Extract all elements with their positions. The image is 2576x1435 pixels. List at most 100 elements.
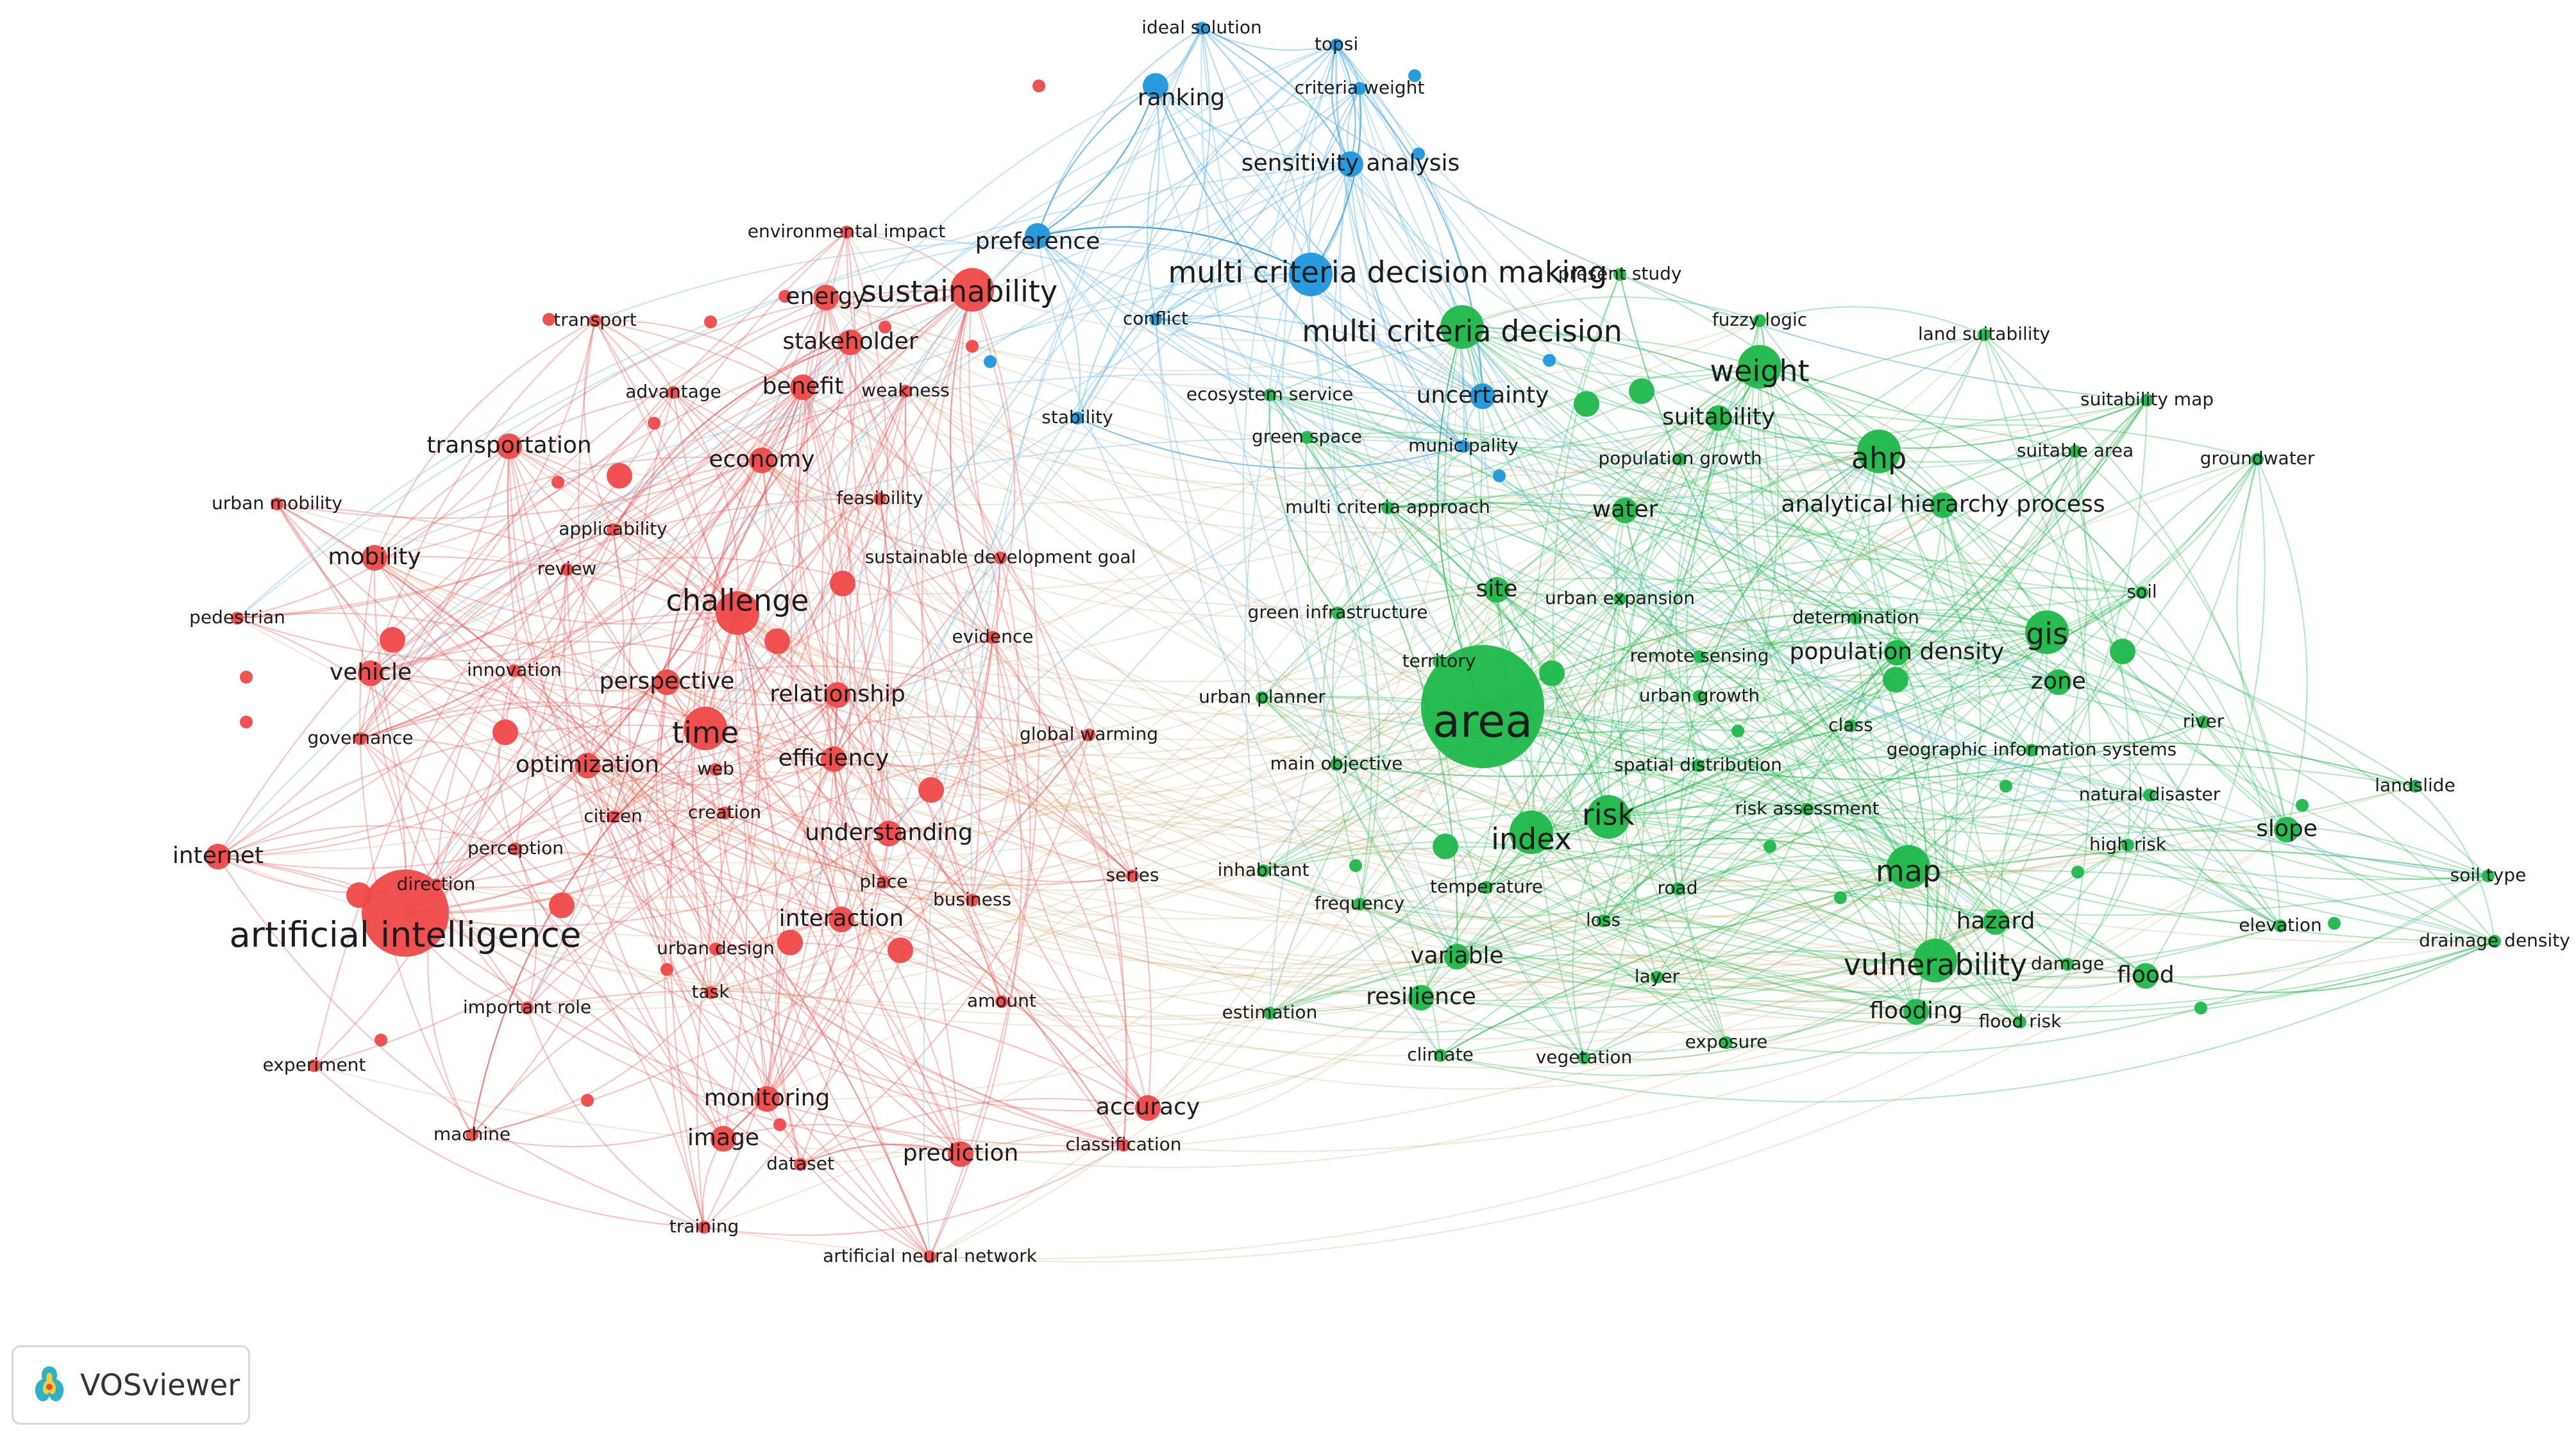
node-important-role[interactable]	[521, 1002, 534, 1014]
network-node[interactable]	[2110, 639, 2135, 664]
node-population-growth[interactable]	[1674, 453, 1687, 466]
label-flood[interactable]: flood	[2117, 962, 2175, 988]
label-task[interactable]: task	[692, 981, 730, 1002]
node-layer[interactable]	[1651, 971, 1663, 984]
network-node[interactable]	[607, 463, 632, 489]
label-layer[interactable]: layer	[1635, 966, 1680, 987]
node-web[interactable]	[709, 763, 722, 776]
label-estimation[interactable]: estimation	[1222, 1002, 1318, 1023]
label-suitable-area[interactable]: suitable area	[2017, 440, 2134, 461]
node-business[interactable]	[966, 894, 979, 907]
label-multi-criteria-approach[interactable]: multi criteria approach	[1285, 496, 1490, 517]
label-accuracy[interactable]: accuracy	[1096, 1094, 1200, 1120]
label-feasibility[interactable]: feasibility	[836, 487, 923, 508]
label-transport[interactable]: transport	[553, 309, 636, 330]
label-sustainable-development-goal[interactable]: sustainable development goal	[865, 546, 1136, 567]
label-risk[interactable]: risk	[1582, 798, 1635, 832]
node-gis[interactable]	[2025, 610, 2069, 654]
label-landslide[interactable]: landslide	[2375, 775, 2455, 796]
node-risk-assessment[interactable]	[1801, 803, 1814, 816]
node-determination[interactable]	[1849, 612, 1862, 625]
node-soil-type[interactable]	[2482, 869, 2495, 882]
network-node[interactable]	[879, 321, 891, 333]
node-experiment[interactable]	[308, 1059, 321, 1072]
label-internet[interactable]: internet	[173, 843, 264, 869]
label-map[interactable]: map	[1876, 854, 1941, 889]
label-sensitivity-analysis[interactable]: sensitivity analysis	[1242, 150, 1460, 176]
node-resilience[interactable]	[1408, 985, 1434, 1011]
label-vulnerability[interactable]: vulnerability	[1844, 948, 2028, 982]
node-interaction[interactable]	[829, 907, 854, 932]
node-frequency[interactable]	[1353, 898, 1366, 911]
node-image[interactable]	[711, 1126, 736, 1152]
node-amount[interactable]	[995, 995, 1008, 1008]
node-flooding[interactable]	[1903, 999, 1929, 1025]
label-exposure[interactable]: exposure	[1685, 1031, 1768, 1052]
node-artificial-intelligence[interactable]	[362, 869, 449, 957]
node-urban-mobility[interactable]	[271, 498, 283, 510]
node-index[interactable]	[1510, 810, 1553, 854]
node-topsi[interactable]	[1330, 38, 1343, 51]
network-node[interactable]	[1574, 391, 1599, 417]
label-stability[interactable]: stability	[1041, 407, 1113, 428]
node-evidence[interactable]	[986, 631, 999, 644]
node-applicability[interactable]	[607, 523, 619, 536]
node-vehicle[interactable]	[358, 660, 383, 686]
node-zone[interactable]	[2046, 669, 2071, 695]
node-population-density[interactable]	[1884, 640, 1910, 666]
label-place[interactable]: place	[859, 871, 907, 892]
label-business[interactable]: business	[933, 889, 1011, 910]
node-perspective[interactable]	[654, 669, 680, 695]
label-environmental-impact[interactable]: environmental impact	[748, 221, 946, 242]
node-road[interactable]	[1671, 882, 1684, 895]
node-preference[interactable]	[1025, 223, 1050, 249]
node-elevation[interactable]	[2274, 919, 2287, 932]
label-slope[interactable]: slope	[2256, 816, 2318, 842]
node-vulnerability[interactable]	[1914, 939, 1957, 982]
node-ranking[interactable]	[1143, 73, 1168, 99]
node-natural-disaster[interactable]	[2143, 789, 2156, 801]
node-innovation[interactable]	[508, 664, 521, 677]
label-transportation[interactable]: transportation	[426, 432, 591, 458]
node-energy[interactable]	[813, 285, 839, 310]
label-urban-growth[interactable]: urban growth	[1639, 685, 1760, 706]
node-area[interactable]	[1421, 645, 1544, 768]
node-global-warming[interactable]	[1082, 728, 1095, 741]
node-stability[interactable]	[1071, 412, 1084, 424]
label-advantage[interactable]: advantage	[625, 381, 721, 402]
label-prediction[interactable]: prediction	[903, 1140, 1019, 1166]
node-uncertainty[interactable]	[1470, 383, 1495, 409]
node-groundwater[interactable]	[2251, 453, 2264, 466]
label-urban-planner[interactable]: urban planner	[1199, 686, 1326, 707]
label-road[interactable]: road	[1658, 877, 1698, 898]
network-node[interactable]	[1834, 891, 1847, 904]
node-landslide[interactable]	[2409, 780, 2421, 793]
node-conflict[interactable]	[1149, 313, 1162, 326]
node-economy[interactable]	[749, 448, 775, 473]
node-feasibility[interactable]	[873, 492, 886, 505]
label-flood-risk[interactable]: flood risk	[1979, 1011, 2062, 1032]
node-weakness[interactable]	[899, 385, 912, 398]
network-node[interactable]	[1543, 354, 1556, 367]
node-vegetation[interactable]	[1578, 1052, 1590, 1064]
node-sensitivity-analysis[interactable]	[1338, 151, 1363, 177]
node-dataset[interactable]	[794, 1158, 807, 1171]
node-task[interactable]	[704, 986, 717, 999]
node-relationship[interactable]	[825, 682, 850, 708]
label-analytical-hierarchy-process[interactable]: analytical hierarchy process	[1781, 491, 2105, 517]
node-variable[interactable]	[1444, 944, 1470, 969]
label-groundwater[interactable]: groundwater	[2200, 448, 2315, 469]
label-evidence[interactable]: evidence	[952, 626, 1034, 647]
label-artificial-intelligence[interactable]: artificial intelligence	[230, 915, 582, 955]
label-gis[interactable]: gis	[2026, 617, 2068, 651]
node-governance[interactable]	[354, 732, 367, 745]
node-flood[interactable]	[2133, 963, 2159, 989]
label-water[interactable]: water	[1592, 496, 1658, 523]
node-soil[interactable]	[2135, 586, 2148, 599]
label-series[interactable]: series	[1106, 864, 1159, 885]
label-experiment[interactable]: experiment	[263, 1054, 366, 1075]
label-amount[interactable]: amount	[967, 990, 1036, 1011]
node-perception[interactable]	[509, 843, 522, 855]
label-multi-criteria-decision[interactable]: multi criteria decision	[1302, 314, 1622, 349]
network-node[interactable]	[773, 1118, 786, 1131]
